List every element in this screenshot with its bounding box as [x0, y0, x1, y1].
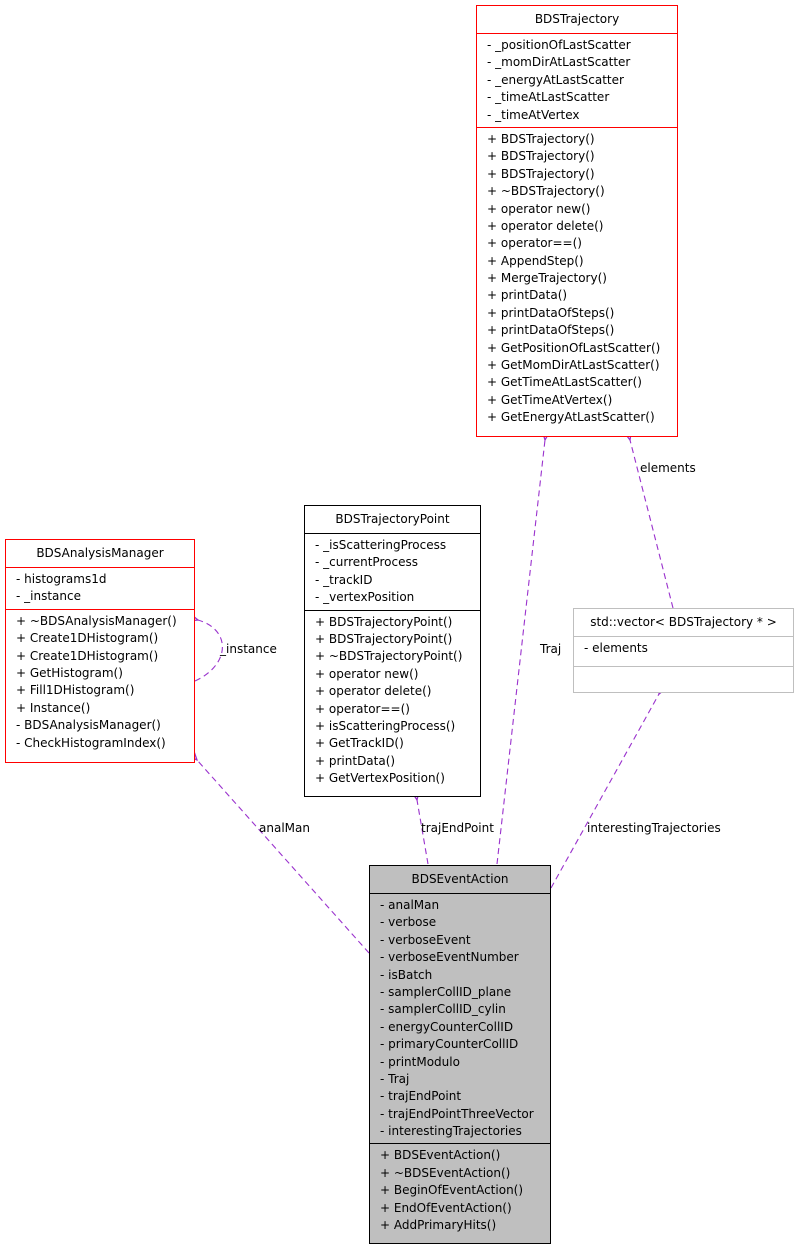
method-item: + printDataOfSteps() — [487, 305, 615, 320]
method-section: + BDSTrajectoryPoint() + BDSTrajectoryPoi… — [305, 609, 480, 791]
method-item: + ~BDSTrajectoryPoint() — [315, 649, 463, 664]
class-bds-analysis-manager[interactable]: BDSAnalysisManager - histograms1d - _inst… — [5, 539, 195, 763]
attribute-section: - elements — [574, 636, 793, 666]
attribute-item: - samplerCollID_cylin — [380, 1002, 506, 1017]
method-item: + ~BDSAnalysisManager() — [16, 613, 177, 628]
method-section: + BDSEventAction() + ~BDSEventAction() + B… — [370, 1143, 550, 1237]
method-item: + AddPrimaryHits() — [380, 1218, 497, 1233]
edge-label-interesting-trajectories: interestingTrajectories — [587, 821, 721, 835]
class-name: BDSAnalysisManager — [36, 546, 164, 560]
method-item: + BDSEventAction() — [380, 1148, 501, 1163]
method-item: + BDSTrajectory() — [487, 166, 595, 181]
method-item: + ~BDSEventAction() — [380, 1165, 511, 1180]
attribute-item: - histograms1d — [16, 572, 107, 586]
method-item: + EndOfEventAction() — [380, 1200, 512, 1215]
method-item: + operator delete() — [315, 684, 432, 699]
class-bds-event-action[interactable]: BDSEventAction - analMan - verbose - verbo… — [369, 865, 551, 1244]
method-item: + BDSTrajectory() — [487, 131, 595, 146]
attribute-item: - _timeAtLastScatter — [487, 90, 610, 105]
edge-label-traj-end-point: trajEndPoint — [421, 821, 494, 835]
attribute-item: - _momDirAtLastScatter — [487, 55, 631, 70]
edge-label-traj: Traj — [540, 642, 562, 656]
attribute-item: - energyCounterCollID — [380, 1019, 514, 1034]
method-item: + operator delete() — [487, 218, 604, 233]
attribute-item: - _positionOfLastScatter — [487, 38, 631, 52]
attribute-item: - _currentProcess — [315, 555, 418, 570]
method-item: + operator==() — [487, 236, 582, 251]
attribute-section: - _isScatteringProcess - _currentProcess -… — [305, 533, 480, 610]
method-item: + MergeTrajectory() — [487, 271, 607, 286]
class-name: BDSTrajectory — [534, 12, 620, 26]
method-section — [574, 666, 793, 692]
method-item: + BDSTrajectoryPoint() — [315, 631, 453, 646]
edge-anal-man — [197, 760, 370, 954]
attribute-item: - _energyAtLastScatter — [487, 72, 624, 87]
method-item: + Fill1DHistogram() — [16, 683, 135, 698]
attribute-item: - verbose — [380, 915, 437, 930]
attribute-item: - trajEndPoint — [380, 1089, 462, 1104]
class-bds-trajectory-point[interactable]: BDSTrajectoryPoint - _isScatteringProces… — [304, 505, 481, 797]
attribute-item: - _trackID — [315, 572, 373, 587]
method-item: + GetMomDirAtLastScatter() — [487, 358, 660, 373]
method-item: + operator==() — [315, 701, 410, 716]
attribute-item: - printModulo — [380, 1054, 460, 1069]
attribute-item: - verboseEventNumber — [380, 950, 519, 965]
attribute-section: - histograms1d - _instance — [6, 567, 194, 609]
edge-label-instance: _instance — [220, 642, 277, 656]
method-item: - BDSAnalysisManager() — [16, 718, 161, 733]
method-item: + BDSTrajectoryPoint() — [315, 614, 453, 629]
attribute-item: - _instance — [16, 589, 81, 604]
method-item: + BeginOfEventAction() — [380, 1183, 524, 1198]
class-name: BDSTrajectoryPoint — [335, 512, 450, 526]
method-item: + ~BDSTrajectory() — [487, 184, 605, 199]
attribute-item: - primaryCounterCollID — [380, 1037, 519, 1052]
attribute-item: - Traj — [380, 1071, 410, 1086]
method-item: + GetTimeAtVertex() — [487, 392, 613, 407]
edge-traj-end-point — [417, 800, 429, 865]
method-section: + BDSTrajectory() + BDSTrajectory() + BDST… — [477, 126, 677, 430]
method-item: - CheckHistogramIndex() — [16, 735, 166, 750]
attribute-item: - _vertexPosition — [315, 590, 415, 605]
attribute-item: - verboseEvent — [380, 932, 471, 947]
method-item: + BDSTrajectory() — [487, 149, 595, 164]
attribute-item: - isBatch — [380, 967, 433, 982]
class-name: std::vector< BDSTrajectory * > — [590, 615, 777, 629]
edge-label-anal-man: analMan — [259, 821, 310, 835]
method-item: + GetVertexPosition() — [315, 771, 445, 786]
edge-elements — [630, 440, 674, 609]
method-item: + Instance() — [16, 700, 91, 715]
method-item: + GetTimeAtLastScatter() — [487, 375, 642, 390]
method-item: + printData() — [487, 288, 568, 303]
attribute-item: - interestingTrajectories — [380, 1124, 522, 1139]
method-item: + GetHistogram() — [16, 665, 123, 680]
method-item: + GetPositionOfLastScatter() — [487, 340, 661, 355]
edge-label-elements: elements — [640, 461, 696, 475]
attribute-section: - analMan - verbose - verboseEvent - verbos… — [370, 893, 550, 1143]
method-item: + GetTrackID() — [315, 736, 404, 751]
method-item: + operator new() — [315, 666, 419, 681]
attribute-item: - _isScatteringProcess — [315, 538, 447, 552]
method-item: + printDataOfSteps() — [487, 323, 615, 338]
attribute-section: - _positionOfLastScatter - _momDirAtLastS… — [477, 33, 677, 127]
method-section: + ~BDSAnalysisManager() + Create1DHistogr… — [6, 608, 194, 755]
class-bds-trajectory[interactable]: BDSTrajectory - _positionOfLastScatter- … — [476, 5, 678, 437]
attribute-item: - elements — [584, 641, 648, 655]
method-item: + Create1DHistogram() — [16, 648, 159, 663]
method-item: + printData() — [315, 753, 396, 768]
method-item: + AppendStep() — [487, 253, 584, 268]
class-name: BDSEventAction — [411, 872, 509, 886]
edge-traj — [496, 440, 545, 865]
method-item: + Create1DHistogram() — [16, 631, 159, 646]
method-item: + GetEnergyAtLastScatter() — [487, 410, 655, 425]
attribute-item: - analMan — [380, 898, 440, 912]
attribute-item: - _timeAtVertex — [487, 107, 580, 122]
edge-instance — [195, 620, 223, 682]
edge-interesting-trajectories — [550, 694, 659, 889]
attribute-item: - trajEndPointThreeVector — [380, 1106, 534, 1121]
class-std-vector[interactable]: std::vector< BDSTrajectory * > - element… — [573, 608, 794, 693]
method-item: + isScatteringProcess() — [315, 718, 456, 733]
method-item: + operator new() — [487, 201, 591, 216]
attribute-item: - samplerCollID_plane — [380, 984, 512, 999]
